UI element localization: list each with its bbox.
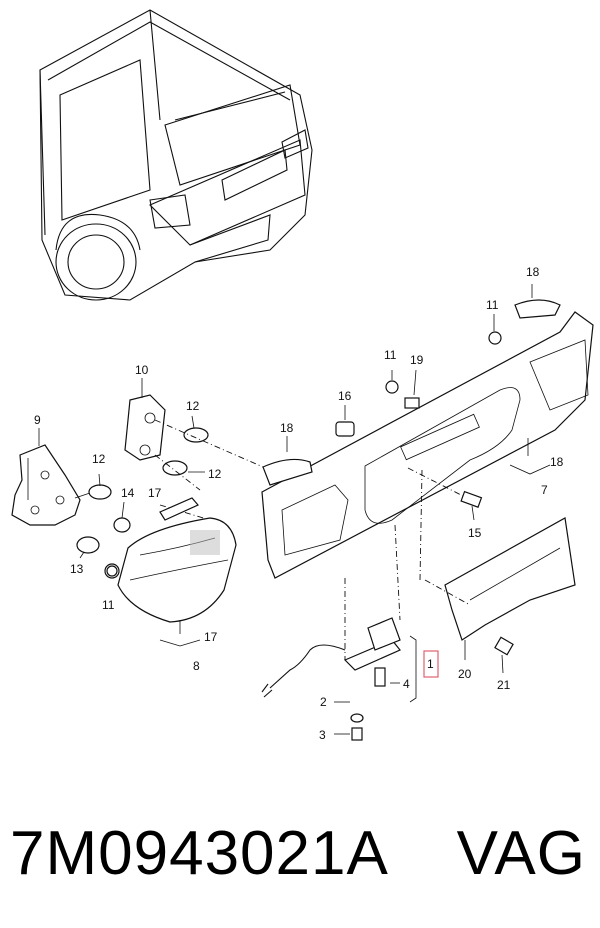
callout-8: 8 [193, 659, 200, 673]
license-plate-light-part-1 [261, 524, 417, 741]
brand-name: VAG [456, 819, 586, 888]
callout-15: 15 [468, 526, 482, 540]
callout-4: 4 [403, 677, 410, 691]
callout-21: 21 [497, 678, 511, 692]
callout-17-top: 17 [148, 486, 162, 500]
callout-labels: 9 10 12 12 12 14 17 13 11 17 8 18 16 11 … [34, 265, 564, 742]
callout-12-left: 12 [92, 452, 106, 466]
callout-18-left: 18 [280, 421, 294, 435]
callout-9: 9 [34, 413, 41, 427]
callout-11-left: 11 [102, 598, 115, 612]
callout-10: 10 [135, 363, 149, 377]
bracket-part-9 [11, 444, 81, 526]
callout-3: 3 [319, 728, 326, 742]
bracket-part-20 [419, 469, 576, 674]
left-tail-light [117, 497, 237, 647]
callout-12-top: 12 [186, 399, 200, 413]
part-number: 7M0943021A [10, 819, 389, 888]
callout-12-right: 12 [208, 467, 222, 481]
screw-part-15 [407, 467, 483, 521]
vehicle-illustration [39, 9, 313, 301]
callout-14: 14 [121, 486, 135, 500]
callout-16: 16 [338, 389, 352, 403]
callout-19: 19 [410, 353, 424, 367]
parts-exploded-diagram: 9 10 12 12 12 14 17 13 11 17 8 18 16 11 … [11, 9, 594, 742]
callout-18-right: 18 [550, 455, 564, 469]
bulb-holder-part-10 [124, 378, 166, 461]
callout-11-right: 11 [486, 298, 499, 312]
center-trim-panel [261, 299, 594, 579]
callout-2: 2 [320, 695, 327, 709]
fasteners-group [106, 284, 533, 577]
callout-20: 20 [458, 667, 472, 681]
callout-17-bottom: 17 [204, 630, 218, 644]
callout-18-top: 18 [526, 265, 540, 279]
highlight-box [423, 650, 439, 678]
callout-7: 7 [541, 483, 548, 497]
callout-11-center: 11 [384, 348, 397, 362]
callout-1: 1 [427, 657, 434, 671]
callout-13: 13 [70, 562, 84, 576]
